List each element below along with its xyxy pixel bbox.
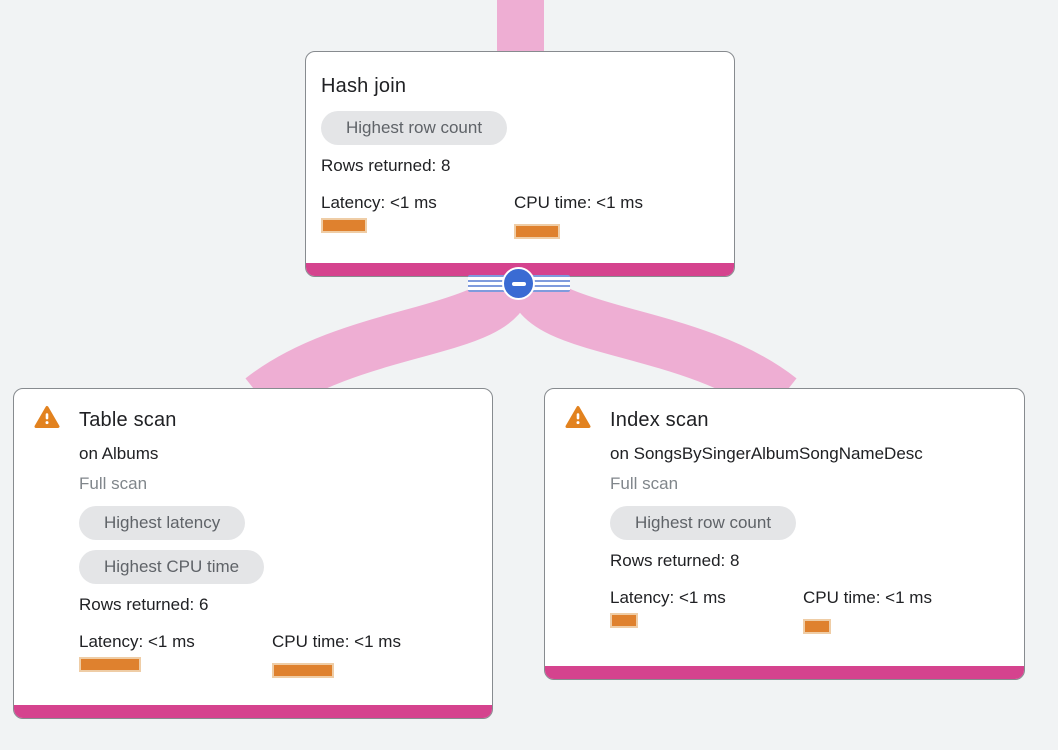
latency-metric: Latency: <1 ms	[79, 630, 272, 678]
cpu-label: CPU time: <1 ms	[803, 588, 932, 607]
scan-type: Full scan	[79, 474, 148, 493]
warning-triangle-icon	[34, 406, 60, 428]
rows-returned: Rows returned: 8	[321, 156, 451, 175]
node-target: on SongsBySingerAlbumSongNameDesc	[610, 444, 923, 463]
plan-node-hash-join[interactable]: Hash join Highest row count Rows returne…	[305, 51, 735, 277]
latency-bar	[321, 218, 367, 233]
latency-bar	[610, 613, 638, 628]
cpu-label: CPU time: <1 ms	[514, 193, 643, 212]
edge-ribbon-right	[508, 276, 797, 419]
cpu-metric: CPU time: <1 ms	[514, 191, 643, 239]
node-title: Index scan	[610, 409, 709, 431]
cpu-metric: CPU time: <1 ms	[803, 586, 932, 634]
badge-highest-cpu-time: Highest CPU time	[79, 550, 265, 584]
latency-metric: Latency: <1 ms	[321, 191, 514, 239]
badge-highest-row-count: Highest row count	[321, 111, 508, 145]
node-target: on Albums	[79, 444, 159, 463]
scan-type: Full scan	[610, 474, 679, 493]
plan-node-table-scan[interactable]: Table scan on Albums Full scan Highest l…	[13, 388, 493, 719]
latency-bar	[79, 657, 141, 672]
node-accent-bar	[14, 705, 492, 718]
node-title: Hash join	[321, 75, 407, 97]
latency-label: Latency: <1 ms	[79, 632, 195, 651]
cpu-metric: CPU time: <1 ms	[272, 630, 401, 678]
minus-icon	[511, 281, 526, 286]
edge-ribbon-top	[497, 0, 544, 54]
collapse-children-button[interactable]	[502, 267, 535, 300]
plan-node-index-scan[interactable]: Index scan on SongsBySingerAlbumSongName…	[544, 388, 1025, 680]
latency-label: Latency: <1 ms	[610, 588, 726, 607]
latency-metric: Latency: <1 ms	[610, 586, 803, 634]
badge-highest-latency: Highest latency	[79, 506, 246, 540]
rows-returned: Rows returned: 8	[610, 551, 740, 570]
cpu-bar	[514, 224, 560, 239]
badge-highest-row-count: Highest row count	[610, 506, 797, 540]
cpu-bar	[803, 619, 831, 634]
cpu-label: CPU time: <1 ms	[272, 632, 401, 651]
node-title: Table scan	[79, 409, 177, 431]
warning-triangle-icon	[565, 406, 591, 428]
node-accent-bar	[545, 666, 1024, 679]
rows-returned: Rows returned: 6	[79, 595, 209, 614]
latency-label: Latency: <1 ms	[321, 193, 437, 212]
edge-ribbon-left	[245, 276, 532, 419]
cpu-bar	[272, 663, 334, 678]
